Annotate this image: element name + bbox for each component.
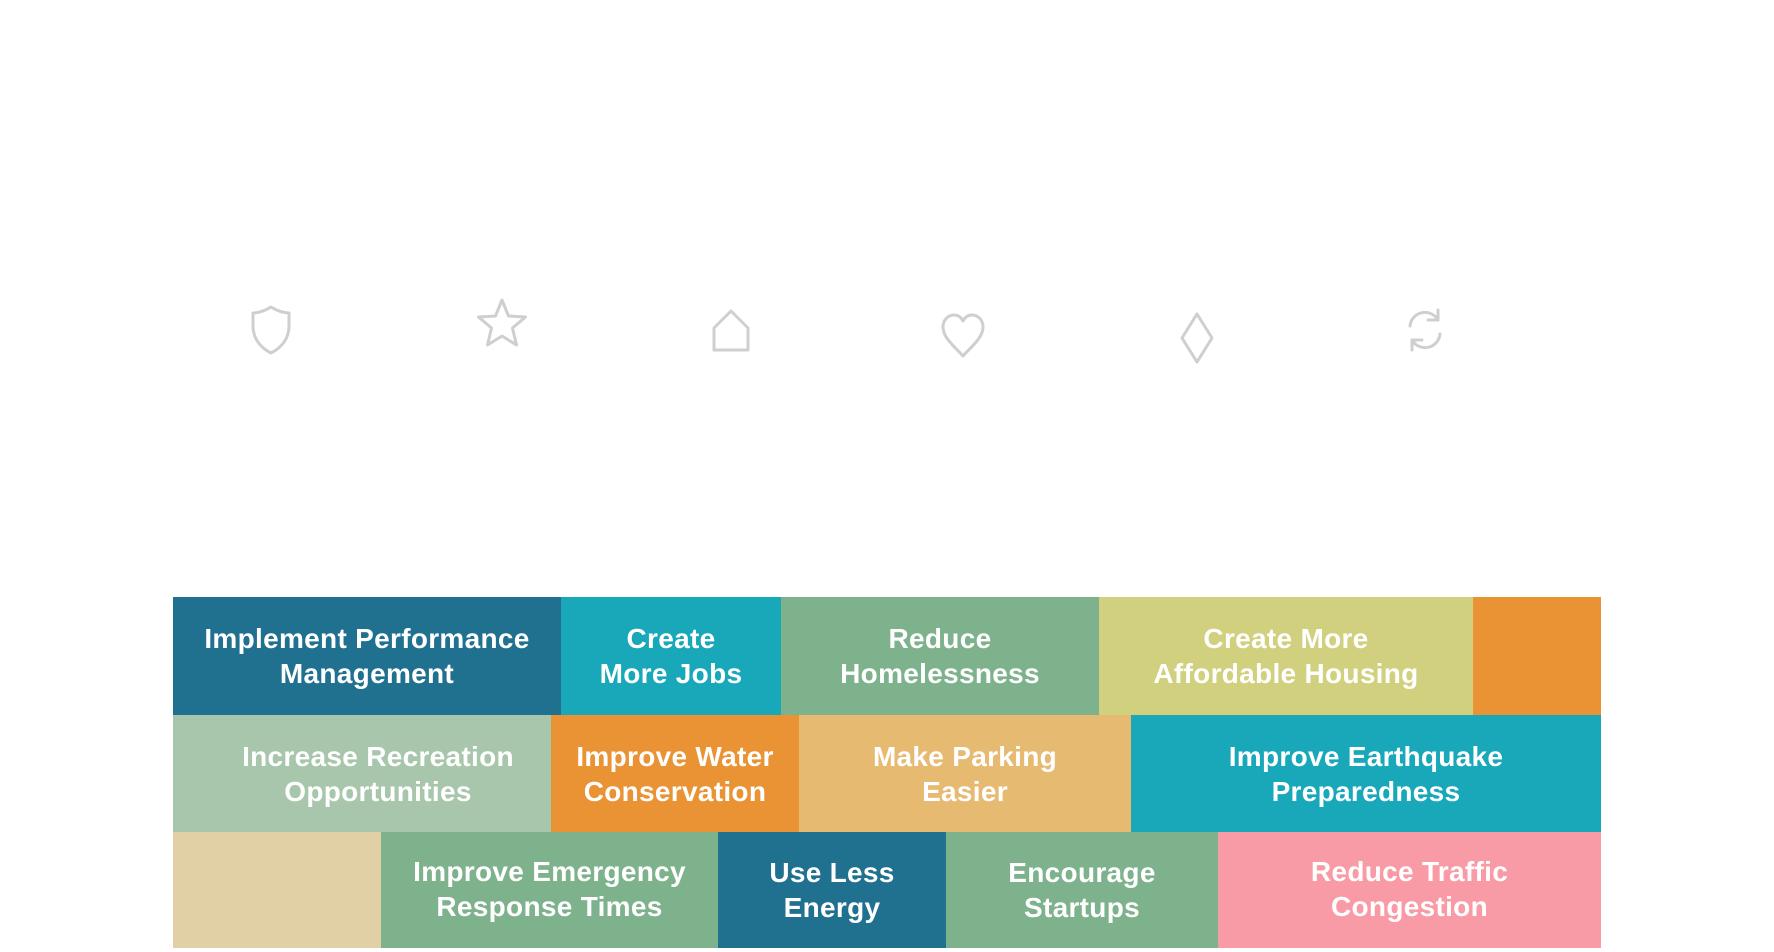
shield-icon [247, 302, 295, 358]
star-icon [474, 296, 530, 352]
tile-orange-block [1473, 597, 1601, 715]
tile-reduce-traffic-congestion: Reduce Traffic Congestion [1218, 832, 1601, 948]
tile-reduce-homelessness: Reduce Homelessness [781, 597, 1099, 715]
tile-increase-recreation-opportunities: Increase Recreation Opportunities [173, 715, 551, 832]
tile-improve-water-conservation: Improve Water Conservation [551, 715, 799, 832]
tile-create-more-jobs: Create More Jobs [561, 597, 781, 715]
tile-improve-earthquake-preparedness: Improve Earthquake Preparedness [1131, 715, 1601, 832]
refresh-icon [1401, 302, 1449, 358]
tile-use-less-energy: Use Less Energy [718, 832, 946, 948]
heart-icon [939, 308, 987, 364]
house-icon [707, 302, 755, 358]
tile-label: Use Less Energy [769, 857, 895, 923]
tile-beige-block [173, 832, 381, 948]
tile-label: Improve Earthquake Preparedness [1228, 740, 1504, 807]
tile-make-parking-easier: Make Parking Easier [799, 715, 1131, 832]
tile-label: Make Parking Easier [872, 740, 1058, 807]
tile-encourage-startups: Encourage Startups [946, 832, 1218, 948]
tile-label: Improve Emergency Response Times [413, 856, 686, 922]
tile-label: Encourage Startups [1008, 857, 1156, 923]
tile-label: Create More Jobs [599, 623, 743, 689]
tile-label: Implement Performance Management [204, 623, 530, 689]
tile-label: Increase Recreation Opportunities [242, 740, 514, 807]
tile-improve-emergency-response-times: Improve Emergency Response Times [381, 832, 718, 948]
tile-implement-performance-management: Implement Performance Management [173, 597, 561, 715]
tile-create-more-affordable-housing: Create More Affordable Housing [1099, 597, 1473, 715]
tile-label: Reduce Homelessness [840, 623, 1040, 689]
tile-label: Improve Water Conservation [576, 740, 774, 807]
tile-label: Reduce Traffic Congestion [1310, 856, 1509, 922]
tile-label: Create More Affordable Housing [1153, 623, 1419, 689]
diamond-icon [1173, 310, 1221, 366]
